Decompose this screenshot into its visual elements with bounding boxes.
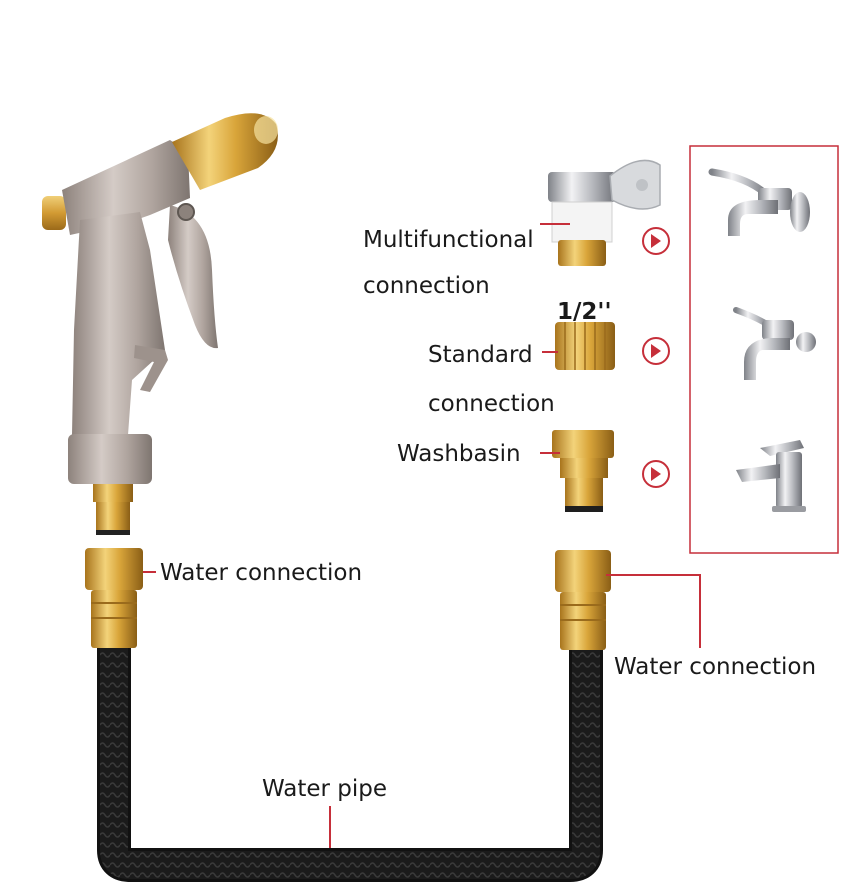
gun-handle: [72, 212, 165, 435]
right-connection-pointer: [606, 574, 701, 648]
multi-clamp-ring: [548, 172, 616, 202]
standard-label-line1: Standard: [428, 342, 533, 368]
washbasin-nipple: [565, 478, 603, 508]
gun-connector-oring: [96, 530, 130, 535]
washbasin-label: Washbasin: [397, 441, 521, 467]
standard-connector: [542, 322, 615, 370]
washbasin-oring: [565, 506, 603, 512]
standard-label-line2: connection: [428, 391, 555, 417]
gun-base-collar: [68, 434, 152, 484]
left-fitting-nut: [85, 548, 143, 590]
left-hose-fitting: [85, 548, 156, 648]
gun-nozzle: [172, 113, 278, 190]
water-pipe-hose: [97, 648, 603, 882]
nozzle-highlight: [254, 116, 278, 144]
multifunctional-label-line2: connection: [363, 273, 490, 299]
multi-rubber-sleeve: [551, 201, 613, 243]
gun-trigger: [168, 205, 218, 349]
gun-back-knob: [42, 196, 66, 230]
water-connection-left-label: Water connection: [160, 560, 363, 586]
chevron-right-circle-icon: [642, 460, 670, 488]
gun-connector-top: [93, 484, 133, 502]
spray-gun-icon: [42, 113, 278, 535]
wall-faucet-icon: [708, 168, 810, 236]
multifunctional-connector: [540, 159, 661, 266]
gun-connector-body: [96, 502, 130, 532]
multifunctional-label-line1: Multifunctional: [363, 227, 534, 253]
chevron-right-circle-icon: [642, 227, 670, 255]
gun-lock-latch: [134, 345, 168, 392]
right-hose-fitting: [555, 550, 701, 650]
bib-tap-icon: [733, 307, 816, 380]
washbasin-thread: [552, 430, 614, 458]
gun-barrel: [62, 140, 190, 235]
water-connection-right-label: Water connection: [614, 654, 817, 680]
chevron-right-circle-icon: [642, 337, 670, 365]
right-fitting-nut: [555, 550, 611, 592]
trigger-pivot: [177, 203, 195, 221]
multi-clamp-key: [609, 159, 661, 210]
basin-mixer-icon: [736, 440, 806, 512]
washbasin-hex: [560, 458, 608, 478]
multi-brass-thread: [558, 240, 606, 266]
water-pipe-label: Water pipe: [262, 776, 388, 802]
washbasin-connector: [540, 430, 614, 512]
size-label: 1/2'': [557, 299, 612, 325]
